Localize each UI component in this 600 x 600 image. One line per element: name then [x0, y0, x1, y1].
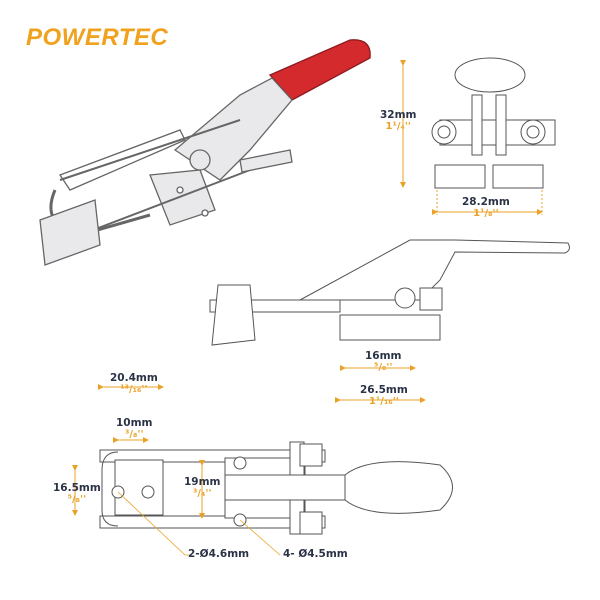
hook-holes-label: 2-Ø4.6mm	[188, 548, 250, 560]
clamp-front-view	[431, 57, 556, 189]
clamp-3d-view	[39, 39, 371, 266]
clamp-side-view	[209, 239, 570, 346]
red-handle	[268, 39, 371, 101]
clamp-top-view	[99, 441, 453, 535]
base-holes-label: 4- Ø4.5mm	[283, 548, 348, 560]
powertec-logo: POWERTEC	[26, 24, 169, 51]
